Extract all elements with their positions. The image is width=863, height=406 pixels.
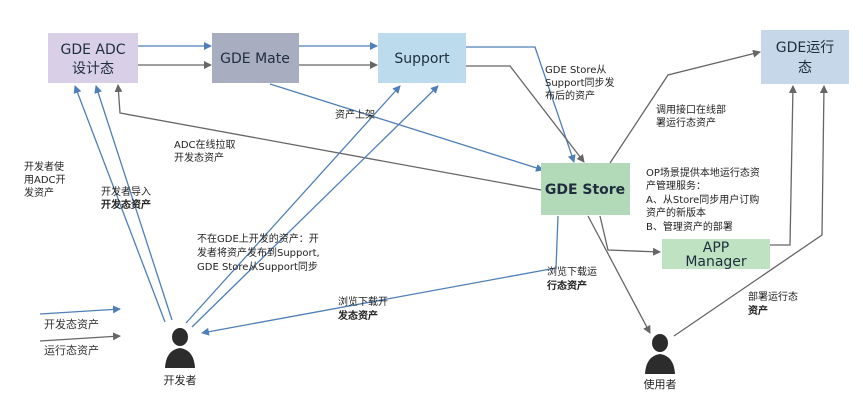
svg-text:浏览下载运: 浏览下载运 bbox=[547, 265, 597, 278]
node-support-label: Support bbox=[394, 51, 450, 67]
edge-dev-support-2 bbox=[191, 85, 439, 328]
svg-text:资产: 资产 bbox=[748, 304, 768, 317]
note-deploy-run: 部署运行态 资产 bbox=[748, 290, 798, 317]
actor-user: 使用者 bbox=[644, 334, 677, 391]
svg-text:发态资产: 发态资产 bbox=[337, 309, 378, 322]
user-person-icon bbox=[645, 334, 675, 374]
node-gde-store-label: GDE Store bbox=[545, 182, 625, 198]
edge-store-user bbox=[587, 215, 651, 334]
svg-text:A、从Store同步用户订购: A、从Store同步用户订购 bbox=[646, 193, 759, 206]
svg-text:开发态资产: 开发态资产 bbox=[174, 151, 224, 164]
note-dev-use-adc: 开发者使 用ADC开 发资产 bbox=[24, 160, 66, 199]
svg-text:署运行态资产: 署运行态资产 bbox=[656, 116, 716, 129]
svg-text:资产的新版本: 资产的新版本 bbox=[646, 206, 706, 219]
node-gde-runtime-line1: GDE运行 bbox=[776, 40, 834, 56]
svg-text:ADC在线拉取: ADC在线拉取 bbox=[174, 138, 236, 151]
svg-text:发者将资产发布到Support,: 发者将资产发布到Support, bbox=[197, 246, 320, 259]
edge-dev-adc-import bbox=[94, 85, 173, 321]
edge-support-store-dev bbox=[466, 46, 576, 163]
svg-text:发资产: 发资产 bbox=[24, 186, 54, 199]
svg-text:浏览下载开: 浏览下载开 bbox=[338, 295, 388, 308]
note-adc-pull: ADC在线拉取 开发态资产 bbox=[174, 138, 236, 164]
legend-line-dev bbox=[39, 305, 121, 315]
svg-text:GDE Store从: GDE Store从 bbox=[545, 65, 606, 76]
user-label: 使用者 bbox=[644, 378, 677, 391]
svg-text:产管理服务：: 产管理服务： bbox=[646, 179, 706, 192]
edge-dev-adc-use bbox=[73, 85, 166, 323]
edge-user-runtime bbox=[673, 85, 828, 337]
svg-text:OP场景提供本地运行态资: OP场景提供本地运行态资 bbox=[646, 166, 760, 179]
note-user-browse: 浏览下载运 行态资产 bbox=[546, 265, 597, 292]
edge-app-runtime bbox=[770, 85, 797, 246]
svg-text:开发者导入: 开发者导入 bbox=[101, 185, 151, 198]
note-dev-browse: 浏览下载开 发态资产 bbox=[337, 295, 388, 322]
svg-text:Support同步发: Support同步发 bbox=[545, 76, 615, 89]
note-op-scene: OP场景提供本地运行态资 产管理服务： A、从Store同步用户订购 资产的新版… bbox=[646, 166, 760, 233]
edge-dev-support bbox=[185, 85, 401, 324]
node-support[interactable]: Support bbox=[378, 33, 466, 83]
edge-mate-store-listing bbox=[269, 83, 544, 172]
edge-store-runtime bbox=[609, 49, 761, 164]
legend-dev-label: 开发态资产 bbox=[44, 317, 99, 331]
edge-store-app bbox=[599, 215, 661, 256]
svg-text:部署运行态: 部署运行态 bbox=[748, 290, 798, 303]
legend-run-label: 运行态资产 bbox=[44, 343, 99, 357]
note-store-sync: GDE Store从 Support同步发 布后的资产 bbox=[545, 65, 615, 102]
note-dev-import: 开发者导入 开发态资产 bbox=[101, 185, 151, 211]
note-call-api: 调用接口在线部 署运行态资产 bbox=[656, 103, 726, 129]
svg-text:开发态资产: 开发态资产 bbox=[101, 198, 151, 211]
edge-store-adc-pull bbox=[114, 84, 542, 191]
connectors bbox=[39, 42, 828, 342]
node-app-manager[interactable]: APP Manager bbox=[662, 239, 770, 270]
node-gde-mate[interactable]: GDE Mate bbox=[212, 33, 299, 83]
actor-developer: 开发者 bbox=[164, 328, 197, 387]
svg-text:B、管理资产的部署: B、管理资产的部署 bbox=[646, 220, 733, 233]
developer-label: 开发者 bbox=[164, 373, 197, 387]
svg-text:布后的资产: 布后的资产 bbox=[545, 89, 595, 102]
edge-store-dev-browse bbox=[201, 215, 559, 336]
svg-text:不在GDE上开发的资产：开: 不在GDE上开发的资产：开 bbox=[197, 232, 319, 245]
svg-text:GDE Store从Support同步: GDE Store从Support同步 bbox=[197, 261, 318, 273]
node-gde-runtime-line2: 态 bbox=[798, 60, 812, 76]
legend-line-run bbox=[39, 332, 121, 342]
node-gde-store[interactable]: GDE Store bbox=[541, 163, 630, 215]
node-gde-adc-line2: 设计态 bbox=[72, 61, 114, 77]
note-listing: 资产上架 bbox=[335, 108, 375, 121]
svg-text:开发者使: 开发者使 bbox=[24, 160, 64, 173]
svg-text:用ADC开: 用ADC开 bbox=[24, 175, 66, 186]
node-app-manager-line1: APP bbox=[703, 240, 729, 256]
note-non-gde: 不在GDE上开发的资产：开 发者将资产发布到Support, GDE Store… bbox=[197, 232, 320, 273]
node-gde-adc-line1: GDE ADC bbox=[60, 42, 125, 58]
developer-person-icon bbox=[165, 328, 195, 368]
node-gde-adc[interactable]: GDE ADC 设计态 bbox=[48, 33, 138, 83]
svg-text:调用接口在线部: 调用接口在线部 bbox=[656, 103, 726, 116]
svg-text:行态资产: 行态资产 bbox=[546, 279, 587, 292]
node-app-manager-line2: Manager bbox=[685, 254, 747, 270]
node-gde-runtime[interactable]: GDE运行 态 bbox=[761, 30, 849, 84]
edge-support-store-run bbox=[466, 65, 585, 163]
legend: 开发态资产 运行态资产 bbox=[44, 317, 99, 357]
node-gde-mate-label: GDE Mate bbox=[220, 51, 290, 67]
